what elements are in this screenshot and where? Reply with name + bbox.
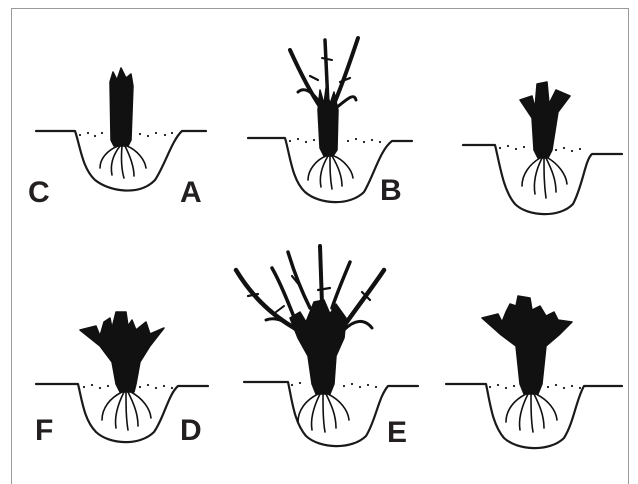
- trunk: [520, 82, 570, 158]
- trunk: [110, 68, 133, 146]
- label-b: B: [380, 176, 402, 206]
- plant-top-right: [463, 82, 622, 214]
- roots: [102, 392, 151, 430]
- trunk: [482, 296, 572, 394]
- plant-top-left: [36, 68, 206, 191]
- label-f: F: [35, 416, 53, 446]
- label-e: E: [387, 418, 407, 448]
- roots: [308, 156, 353, 189]
- roots: [506, 394, 557, 432]
- roots: [100, 146, 146, 178]
- label-d: D: [180, 416, 202, 446]
- roots: [522, 158, 567, 198]
- trunk: [290, 300, 346, 394]
- trunk: [80, 312, 164, 392]
- plant-bottom-right: [446, 296, 622, 448]
- roots: [298, 394, 349, 432]
- label-a: A: [180, 178, 202, 208]
- label-c: C: [28, 178, 50, 208]
